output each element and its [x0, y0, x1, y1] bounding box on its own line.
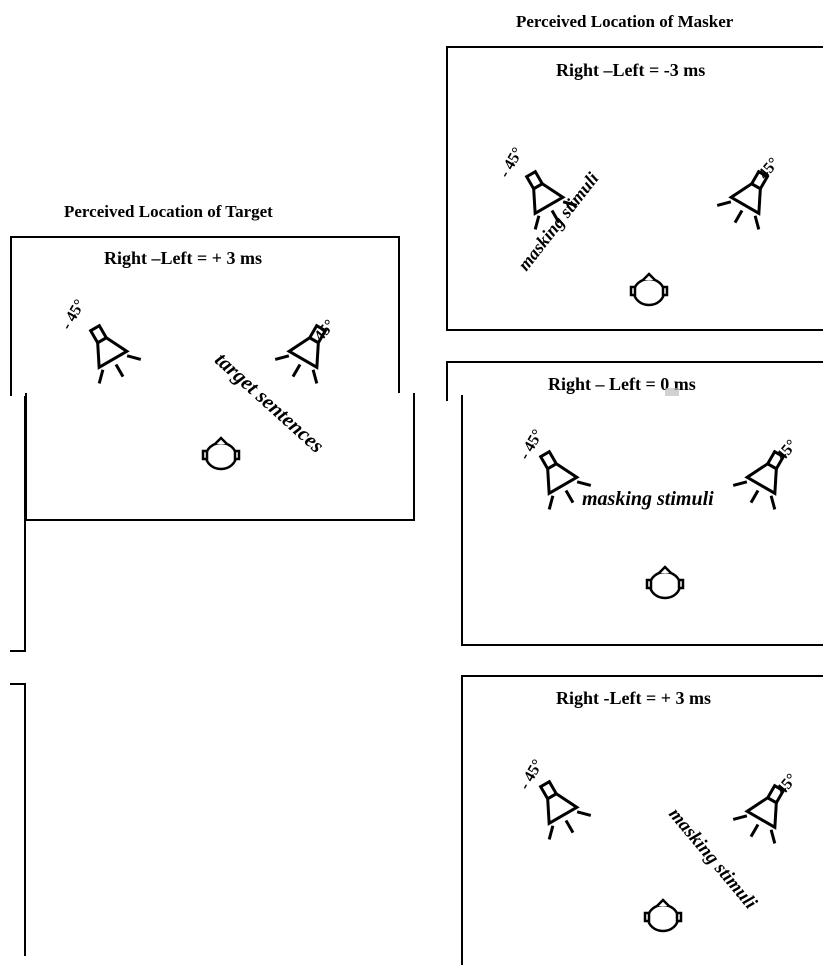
masker-middle-stimulus-label: masking stimuli [582, 488, 714, 510]
target-location-heading: Perceived Location of Target [64, 202, 273, 221]
masker-middle-panel-bottom [461, 644, 823, 646]
left-frame-tick-top [10, 650, 26, 652]
loudspeaker-icon [716, 169, 770, 230]
loudspeaker-icon [538, 779, 592, 840]
loudspeaker-icon [524, 169, 578, 230]
loudspeaker-icon [88, 323, 142, 384]
left-frame-tick-lower [10, 683, 26, 685]
masker-bottom-condition-label: Right -Left = + 3 ms [556, 688, 711, 708]
target-condition-label: Right –Left = + 3 ms [104, 248, 263, 268]
listener-head-icon [201, 436, 241, 471]
scan-artifact [665, 388, 679, 396]
masker-top-condition-label: Right –Left = -3 ms [556, 60, 706, 80]
loudspeaker-icon [274, 323, 328, 384]
loudspeaker-icon [732, 783, 786, 844]
loudspeaker-icon [732, 449, 786, 510]
left-frame-edge-lower [24, 683, 26, 956]
left-frame-edge [24, 395, 26, 652]
masker-middle-panel-upper [446, 361, 823, 401]
loudspeaker-icon [538, 449, 592, 510]
listener-head-icon [645, 565, 685, 600]
target-panel-upper [10, 236, 400, 396]
masker-middle-condition-label: Right – Left = 0 ms [548, 374, 696, 394]
masker-location-heading: Perceived Location of Masker [516, 12, 734, 31]
listener-head-icon [643, 898, 683, 933]
listener-head-icon [629, 272, 669, 307]
masker-middle-panel-lower [461, 395, 823, 646]
